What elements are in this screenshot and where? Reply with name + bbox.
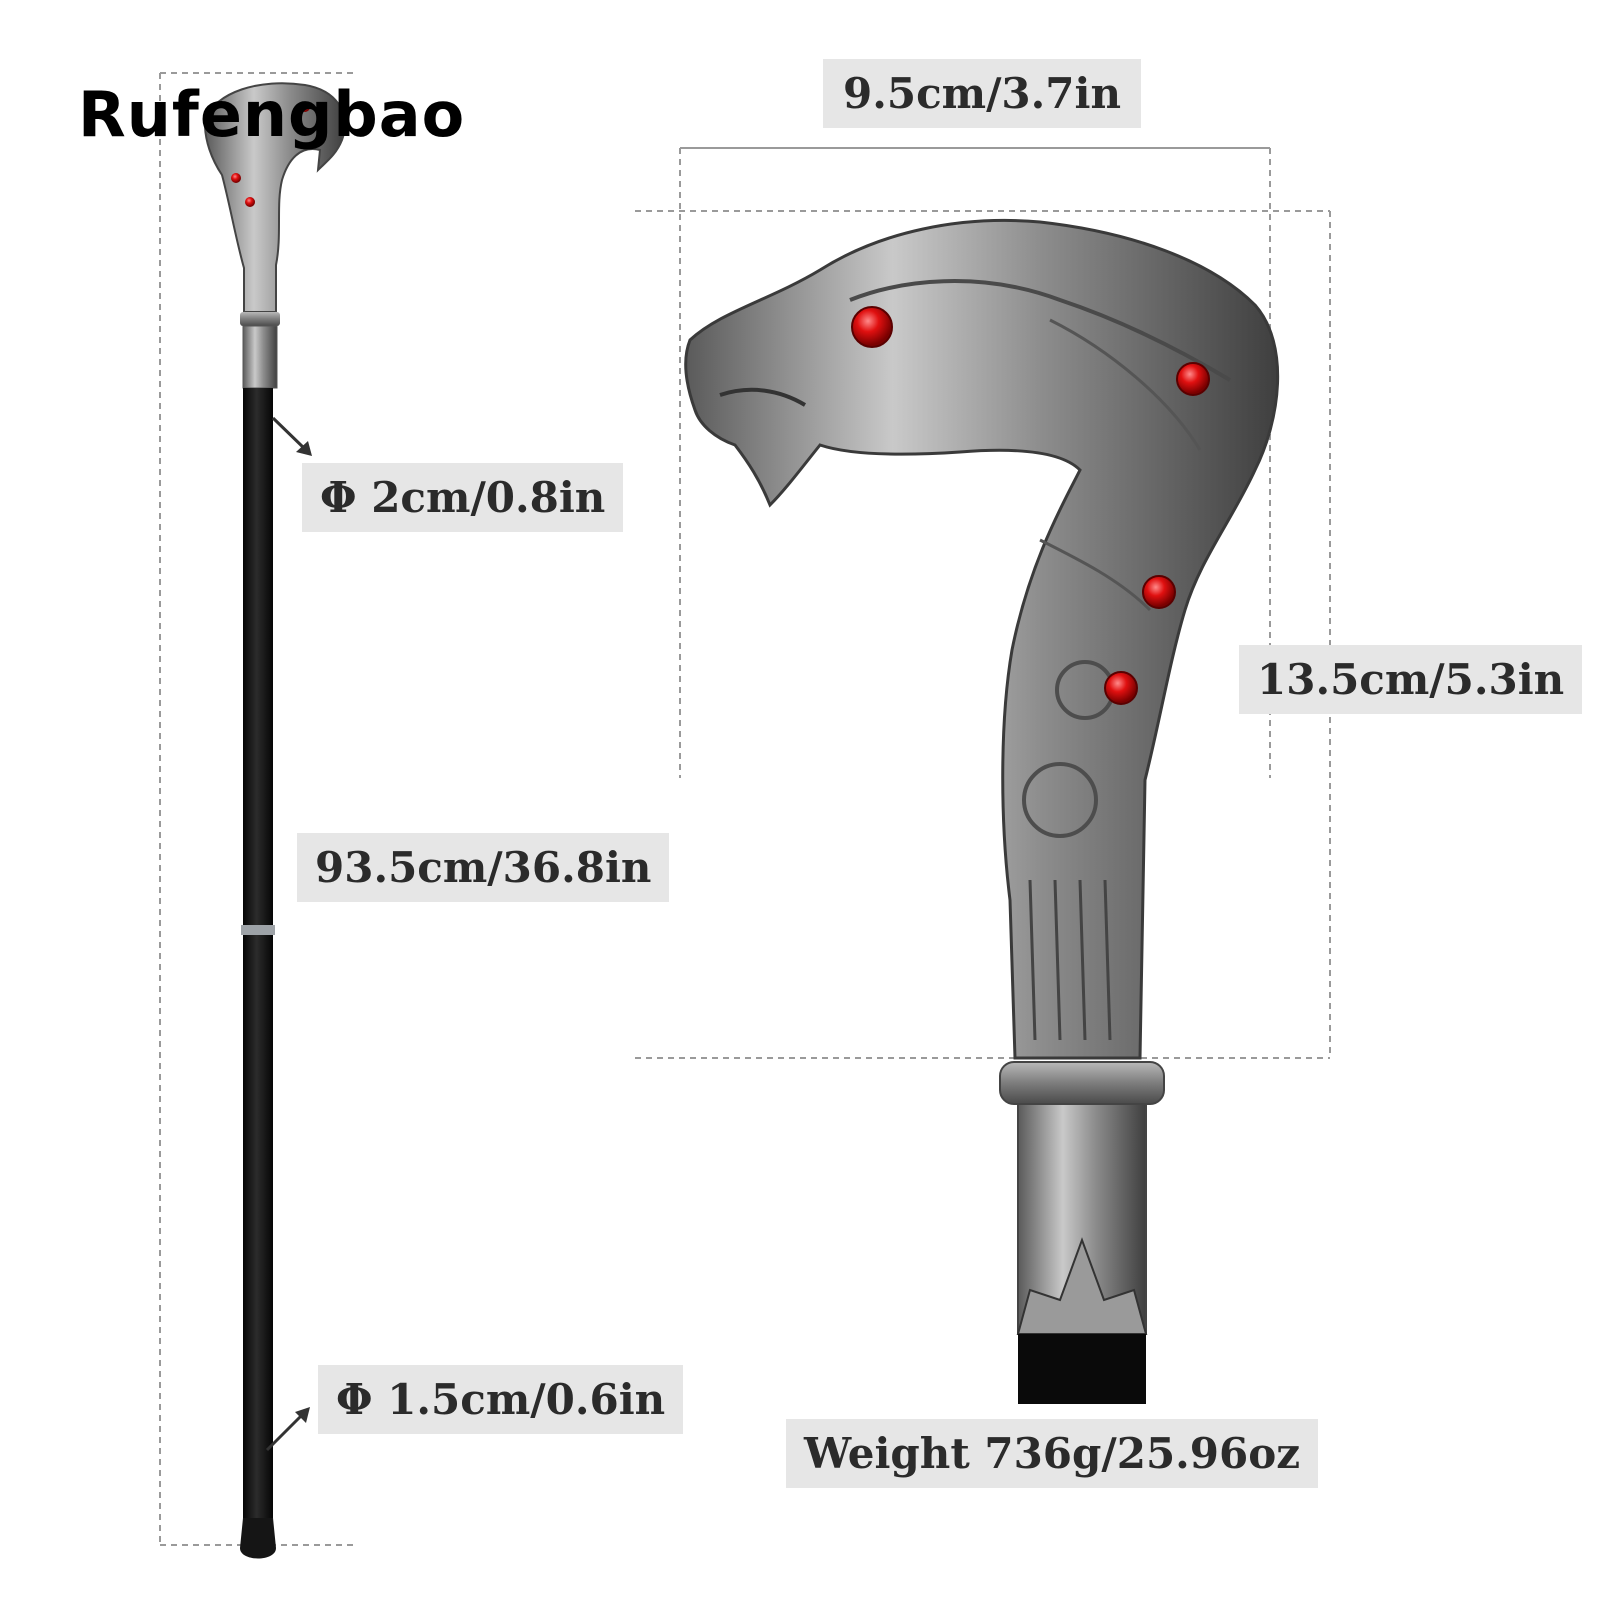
handle-closeup (635, 147, 1331, 1404)
arrow-head (296, 441, 312, 456)
red-gem (1176, 362, 1210, 396)
top-diameter-label: Φ 2cm/0.8in (302, 463, 624, 532)
brand-logo: Rufengbao (78, 78, 466, 151)
rubber-tip (240, 1518, 276, 1559)
red-gem-eye (851, 306, 893, 348)
mini-dragon-head (203, 82, 346, 313)
weight-label: Weight 736g/25.96oz (786, 1419, 1319, 1488)
top-diameter-arrow (271, 416, 308, 452)
dragon-head-handle (684, 218, 1280, 1060)
dragon-crest-detail (849, 279, 1232, 382)
bottom-diameter-label: Φ 1.5cm/0.6in (318, 1365, 684, 1434)
handle-collar (999, 1061, 1165, 1105)
mini-gem (231, 173, 241, 183)
bottom-diameter-arrow (265, 1411, 306, 1452)
dragon-fur-texture (1028, 879, 1112, 1041)
red-gem (1142, 575, 1176, 609)
shaft-section (1018, 1334, 1146, 1404)
handle-width-label: 9.5cm/3.7in (823, 59, 1141, 128)
total-length-label: 93.5cm/36.8in (297, 833, 670, 902)
mini-gem (245, 197, 255, 207)
handle-height-label: 13.5cm/5.3in (1239, 645, 1583, 714)
red-gem (1104, 671, 1138, 705)
mini-ferrule (242, 325, 278, 389)
shaft-joint-ring (241, 925, 275, 935)
dragon-scale-detail (1049, 318, 1202, 451)
dragon-jaw-detail (719, 387, 807, 407)
arrow-head (295, 1407, 310, 1423)
dragon-swirl-detail (1022, 762, 1098, 838)
mini-collar (240, 312, 280, 326)
fleur-de-lis-ornament (1016, 1237, 1148, 1335)
mini-gem (300, 102, 310, 112)
dragon-neck-detail (1039, 538, 1152, 612)
cane-shaft (243, 388, 273, 1518)
full-cane (159, 72, 358, 1559)
